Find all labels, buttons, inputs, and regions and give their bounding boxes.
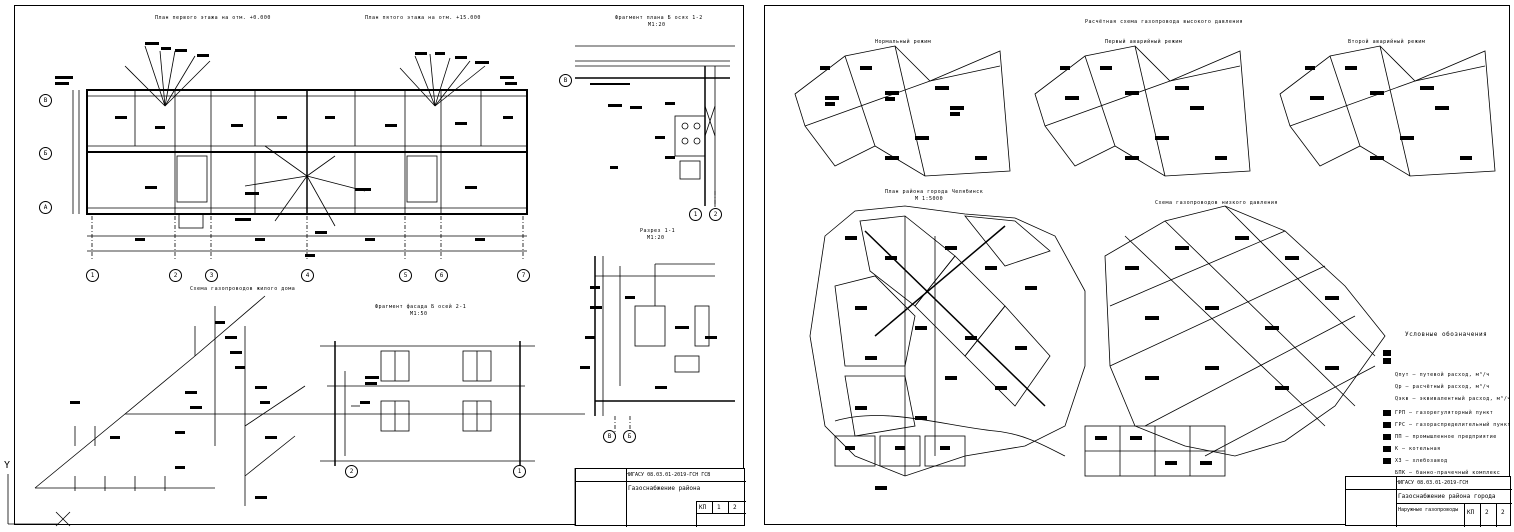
fragment-plan-title: Фрагмент плана Б осях 1-2: [615, 15, 703, 21]
gas-scheme-title: Схема газопроводов жилого дома: [190, 286, 296, 292]
sheet-count: 2: [1501, 509, 1505, 516]
sheet-number: 2: [1485, 509, 1489, 516]
section-axis-b: Б: [623, 430, 636, 443]
sheet-count: 2: [733, 504, 737, 511]
facade-axis-1: 1: [513, 465, 526, 478]
legend-item: Qр – расчётный расход, м³/ч: [1395, 384, 1490, 390]
legend-item: ХЗ – хлебозавод: [1395, 458, 1448, 464]
sheet2-drawing: [794, 45, 1496, 490]
plan-fifth-floor-title: План пятого этажа на отм. +15.000: [365, 15, 481, 21]
facade-axis-2: 2: [345, 465, 358, 478]
title-block-title: Газоснабжение района города: [1398, 493, 1496, 500]
axis-marker-row-b: Б: [39, 147, 52, 160]
legend-item: К – котельная: [1395, 446, 1441, 452]
normal-mode-title: Нормальный режим: [875, 39, 932, 45]
frag-axis-1: 1: [689, 208, 702, 221]
frag-axis-2: 2: [709, 208, 722, 221]
drawing-sheet-1: План первого этажа на отм. +0.000 План п…: [14, 5, 746, 527]
drawing-sheet-2: Расчётная схема газопровода высокого дав…: [764, 5, 1512, 527]
sheet-label: КП: [699, 504, 707, 511]
legend-item: Qэкв – эквивалентный расход, м³/ч: [1395, 396, 1511, 402]
legend-item: ГРС – газораспределительный пункт: [1395, 422, 1511, 428]
facade-title: Фрагмент фасада Б осей 2-1: [375, 304, 467, 310]
emergency-2-title: Второй аварийный режим: [1348, 39, 1426, 45]
title-block-code: НИГАСУ 08.03.01-2019-ГСН: [1396, 480, 1469, 486]
title-block-title: Газоснабжение района: [628, 485, 701, 492]
section-scale: М1:20: [647, 235, 665, 241]
legend-item: БПК – банно-прачечный комплекс: [1395, 470, 1501, 476]
calc-scheme-title: Расчётная схема газопровода высокого дав…: [1085, 19, 1243, 25]
title-block-code: НИГАСУ 08.03.01-2019-ГСН ГСВ: [626, 472, 711, 478]
axis-marker-col-3: 3: [205, 269, 218, 282]
frag-axis-v: В: [559, 74, 572, 87]
axis-marker-col-1: 1: [86, 269, 99, 282]
plan-first-floor-title: План первого этажа на отм. +0.000: [155, 15, 271, 21]
axis-marker-col-5: 5: [399, 269, 412, 282]
axis-marker-col-4: 4: [301, 269, 314, 282]
fragment-plan-scale: М1:20: [648, 22, 666, 28]
sheet-label: КП: [1467, 509, 1475, 516]
legend-item: ГРП – газорегуляторный пункт: [1395, 410, 1494, 416]
facade-scale: М1:50: [410, 311, 428, 317]
ucs-icon: [7, 474, 71, 527]
axis-marker-col-6: 6: [435, 269, 448, 282]
legend-item: ПП – промышленное предприятие: [1395, 434, 1497, 440]
legend-item: Qпут – путевой расход, м³/ч: [1395, 372, 1490, 378]
legend-title: Условные обозначения: [1405, 331, 1488, 338]
city-plan-title: План района города Челябинск: [885, 189, 984, 195]
emergency-1-title: Первый аварийный режим: [1105, 39, 1183, 45]
sheet-number: 1: [717, 504, 721, 511]
low-pressure-title: Схема газопроводов низкого давления: [1155, 200, 1278, 206]
section-title: Разрез 1-1: [640, 228, 676, 234]
ucs-y-label: Y: [4, 460, 11, 471]
title-block-subtitle: Наружные газопроводы: [1398, 507, 1459, 513]
axis-marker-col-2: 2: [169, 269, 182, 282]
sheet1-drawing: [34, 42, 735, 526]
axis-marker-col-7: 7: [517, 269, 530, 282]
axis-marker-row-a: А: [39, 201, 52, 214]
axis-marker-row-v: В: [39, 94, 52, 107]
section-axis-v: В: [603, 430, 616, 443]
title-block-sheet-2: НИГАСУ 08.03.01-2019-ГСН Газоснабжение р…: [1345, 476, 1512, 527]
city-plan-scale: М 1:5000: [915, 196, 944, 202]
title-block-sheet-1: НИГАСУ 08.03.01-2019-ГСН ГСВ Газоснабжен…: [575, 468, 746, 527]
